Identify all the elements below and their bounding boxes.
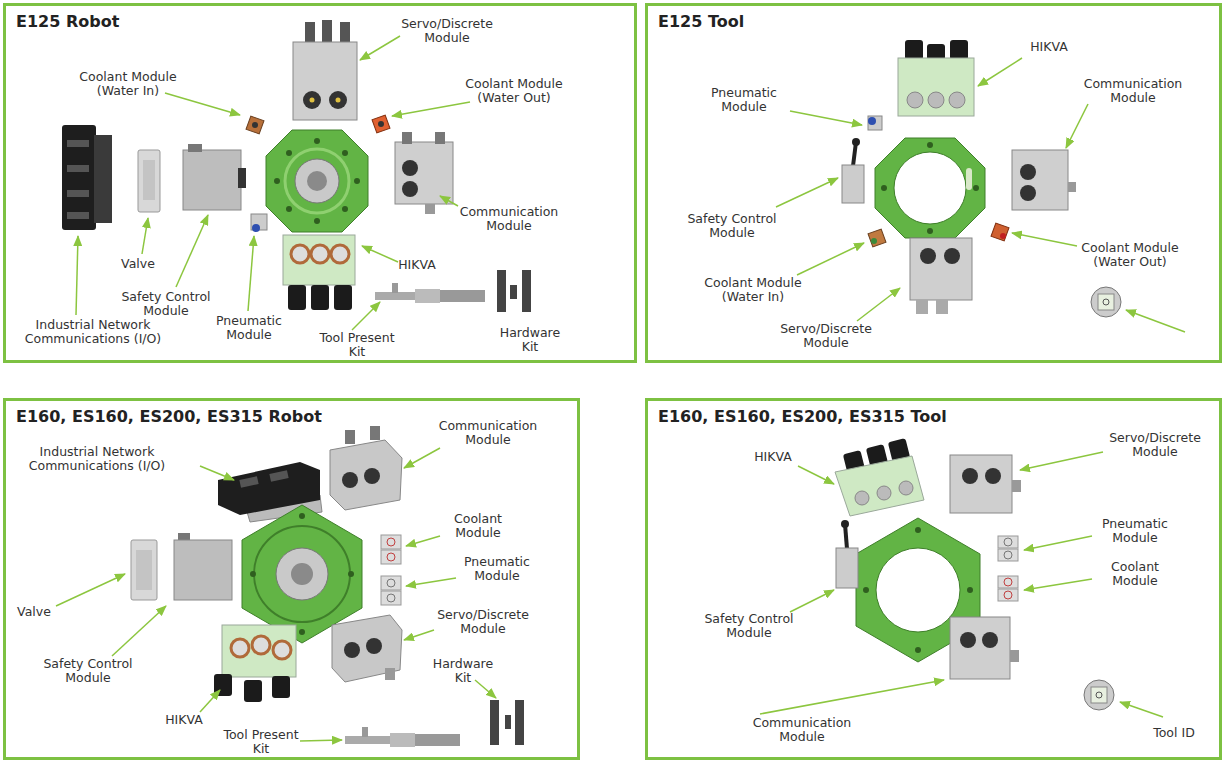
callout-label: Coolant Module [445,512,511,540]
callout-label: Valve [121,257,155,271]
callout-label: Communication Module [433,419,543,447]
panel-frame: E125 Robot [3,3,637,363]
callout-label: Hardware Kit [427,657,499,685]
callout-label: Servo/Discrete Module [771,322,881,350]
callout-label: Tool Present Kit [215,728,307,756]
callout-label: Safety Control Module [110,290,222,318]
callout-label: Servo/Discrete Module [1100,431,1210,459]
callout-label: Safety Control Module [693,612,805,640]
callout-label: Tool ID [1153,726,1195,740]
panel-title: E125 Robot [16,12,119,31]
callout-label: Communication Module [1078,77,1188,105]
callout-label: HIKVA [1030,40,1068,54]
callout-label: Coolant Module (Water Out) [458,77,570,105]
callout-label: Pneumatic Module [456,555,538,583]
panel-frame: E125 Tool [645,3,1222,363]
callout-label: Coolant Module (Water In) [697,276,809,304]
callout-label: Communication Module [454,205,564,233]
callout-label: Pneumatic Module [1094,517,1176,545]
panel-title: E160, ES160, ES200, ES315 Robot [16,407,322,426]
callout-label: HIKVA [754,450,792,464]
callout-label: Communication Module [747,716,857,744]
callout-label: Tool Present Kit [311,331,403,359]
callout-label: Coolant Module (Water Out) [1074,241,1186,269]
callout-label: Safety Control Module [676,212,788,240]
callout-label: Coolant Module (Water In) [72,70,184,98]
callout-label: Pneumatic Module [703,86,785,114]
callout-label: Hardware Kit [494,326,566,354]
panel-title: E160, ES160, ES200, ES315 Tool [658,407,947,426]
callout-label: Servo/Discrete Module [392,17,502,45]
panel-title: E125 Tool [658,12,744,31]
callout-label: Coolant Module [1102,560,1168,588]
callout-label: HIKVA [165,713,203,727]
callout-label: HIKVA [398,258,436,272]
callout-label: Industrial Network Communications (I/O) [21,445,173,473]
callout-label: Pneumatic Module [208,314,290,342]
callout-label: Safety Control Module [32,657,144,685]
callout-label: Industrial Network Communications (I/O) [17,318,169,346]
callout-label: Valve [17,605,51,619]
callout-label: Servo/Discrete Module [428,608,538,636]
